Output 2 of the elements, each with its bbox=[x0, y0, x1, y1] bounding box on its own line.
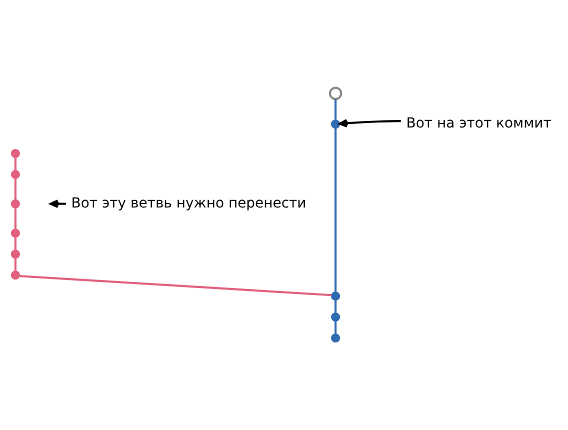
node-text: Вот на этот коммит bbox=[406, 116, 552, 132]
node-text: Вот эту ветвь нужно перенести bbox=[71, 195, 306, 212]
